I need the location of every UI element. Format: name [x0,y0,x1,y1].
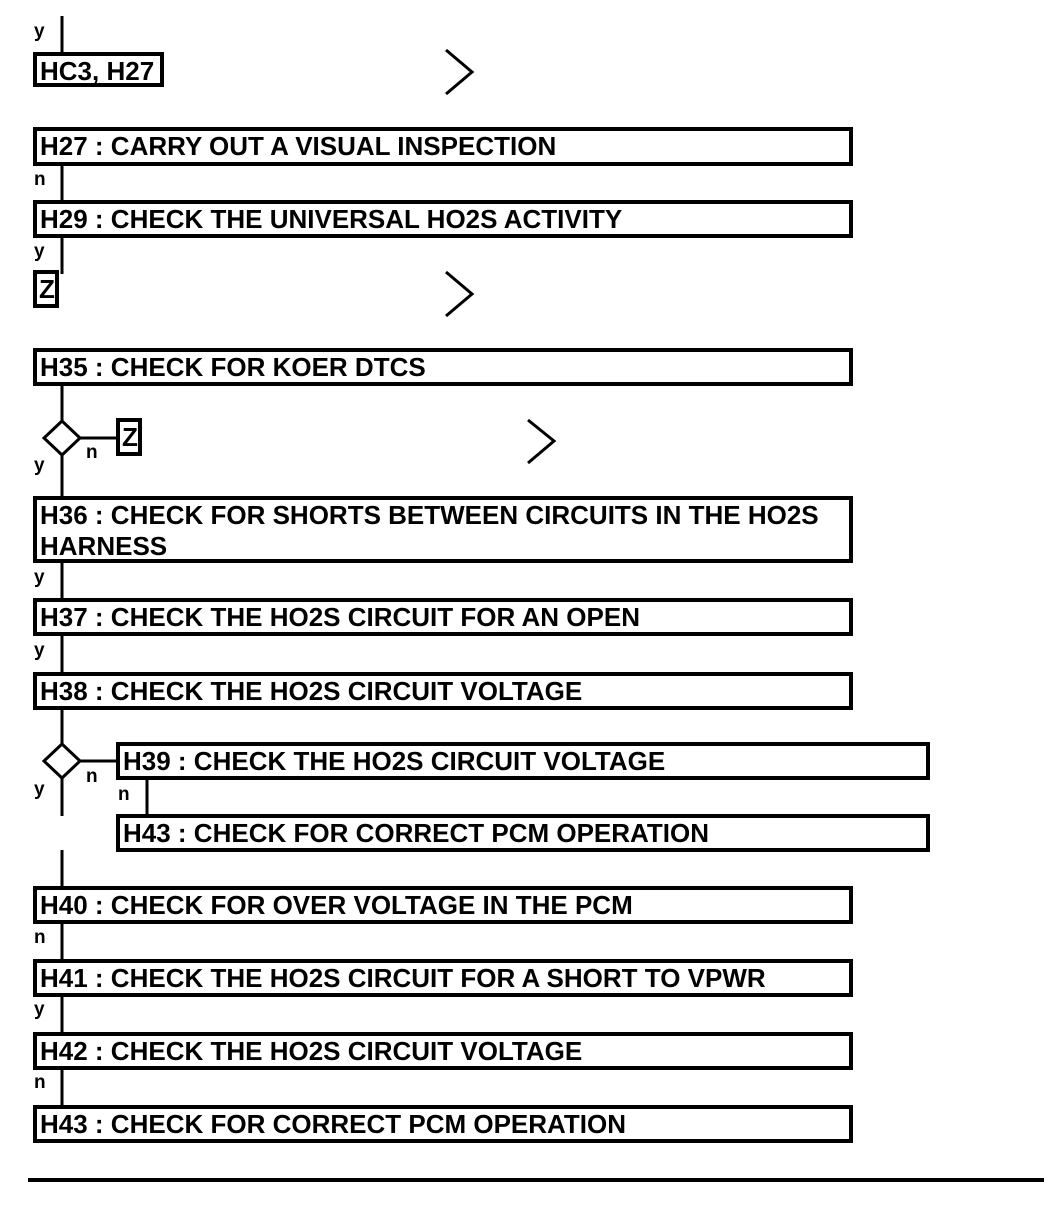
label-decision2-n: n [86,766,98,787]
decision-diamond-2 [41,741,83,781]
decision-diamond-1 [41,418,83,458]
step-h39: H39 : CHECK THE HO2S CIRCUIT VOLTAGE [116,742,930,780]
label-after-h37-y: y [34,640,45,661]
continuation-chevron-3 [527,418,557,465]
label-after-h36-y: y [34,567,45,588]
label-top-y: y [34,21,45,42]
label-after-h39-n: n [118,784,130,805]
step-h35: H35 : CHECK FOR KOER DTCS [33,348,853,386]
continuation-chevron-1 [445,48,475,96]
step-z-2: Z [116,418,142,456]
step-h27: H27 : CARRY OUT A VISUAL INSPECTION [33,127,853,166]
step-h29: H29 : CHECK THE UNIVERSAL HO2S ACTIVITY [33,200,853,238]
step-hc3-h27: HC3, H27 [33,52,164,87]
continuation-chevron-2 [445,270,475,318]
label-decision1-n: n [86,442,98,463]
label-after-h40-n: n [34,927,46,948]
step-h43: H43 : CHECK FOR CORRECT PCM OPERATION [33,1105,853,1143]
step-h40: H40 : CHECK FOR OVER VOLTAGE IN THE PCM [33,886,853,924]
step-h42: H42 : CHECK THE HO2S CIRCUIT VOLTAGE [33,1032,853,1070]
step-z-1: Z [33,270,59,308]
step-h41: H41 : CHECK THE HO2S CIRCUIT FOR A SHORT… [33,959,853,997]
step-h43-branch: H43 : CHECK FOR CORRECT PCM OPERATION [116,814,930,852]
label-after-h27-n: n [34,169,46,190]
label-decision1-y: y [34,455,45,476]
step-h37: H37 : CHECK THE HO2S CIRCUIT FOR AN OPEN [33,598,853,636]
label-decision2-y: y [34,779,45,800]
step-h36: H36 : CHECK FOR SHORTS BETWEEN CIRCUITS … [33,496,853,563]
step-h38: H38 : CHECK THE HO2S CIRCUIT VOLTAGE [33,672,853,710]
label-after-h41-y: y [34,999,45,1020]
label-after-h29-y: y [34,241,45,262]
label-after-h42-n: n [34,1072,46,1093]
